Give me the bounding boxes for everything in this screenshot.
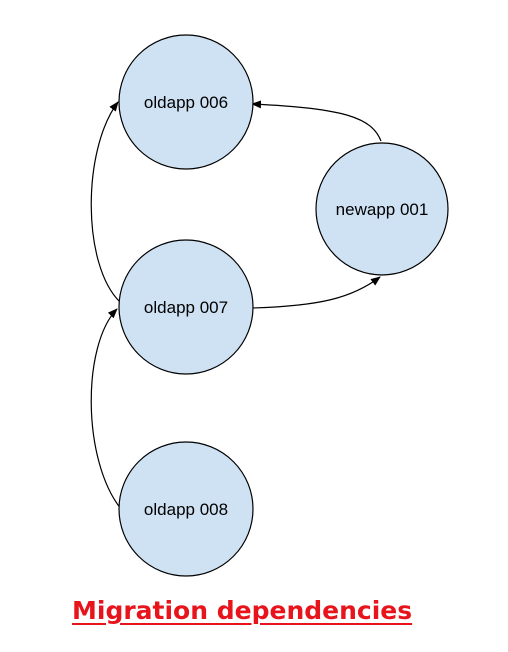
edge-oldapp008-to-oldapp007 [90, 308, 122, 510]
edge-newapp001-to-oldapp006 [251, 100, 382, 142]
node-label: oldapp 008 [144, 500, 228, 519]
node-oldapp-008: oldapp 008 [118, 441, 254, 577]
node-label: oldapp 006 [144, 93, 228, 112]
node-oldapp-007: oldapp 007 [118, 239, 254, 375]
edge-oldapp007-to-newapp001 [251, 276, 381, 309]
node-label: oldapp 007 [144, 298, 228, 317]
node-newapp-001: newapp 001 [315, 142, 449, 276]
node-label: newapp 001 [336, 200, 429, 219]
node-oldapp-006: oldapp 006 [118, 34, 254, 170]
diagram-caption: Migration dependencies [72, 596, 413, 625]
edge-oldapp007-to-oldapp006 [90, 101, 121, 303]
